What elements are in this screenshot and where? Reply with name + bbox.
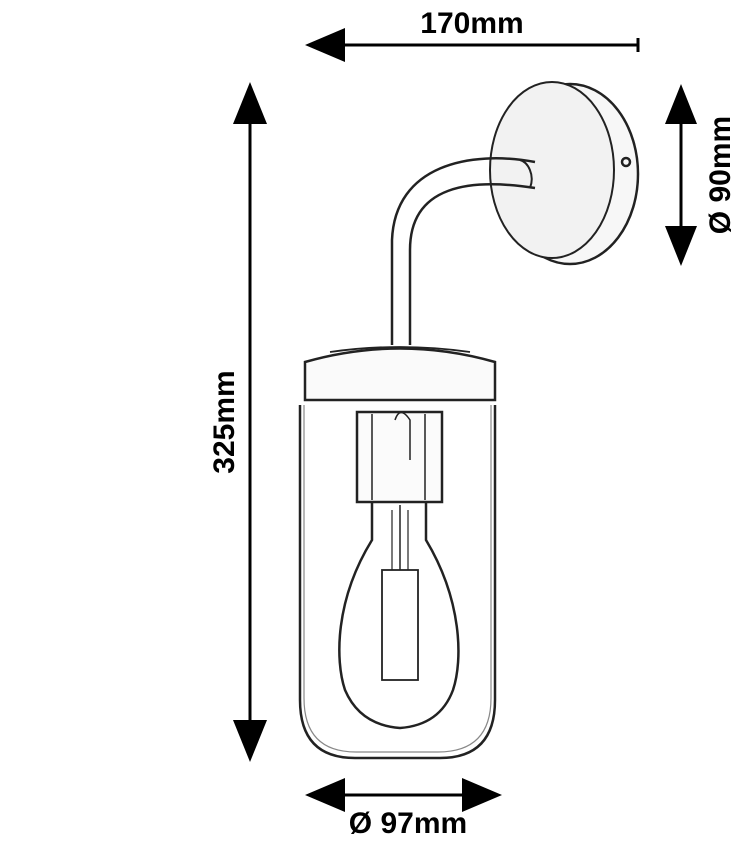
bulb-socket [355,410,444,504]
plate-diameter-label: Ø 90mm [704,116,737,234]
wall-plate-front [489,81,615,259]
height-label: 325mm [208,370,241,473]
width-dimension: 170mm [305,7,640,62]
arrowhead-icon [665,84,697,124]
arrowhead-icon [305,778,345,812]
lamp-illustration [298,81,640,760]
arrowhead-icon [233,82,267,124]
arrowhead-icon [305,28,345,62]
lamp-arm [390,157,536,345]
arrowhead-icon [665,226,697,266]
glass-shade [298,405,497,760]
shade-diameter-label: Ø 97mm [349,807,467,840]
height-dimension: 325mm [208,82,267,762]
plate-diameter-dimension: Ø 90mm [665,84,737,266]
arrowhead-icon [233,720,267,762]
light-bulb [338,502,460,730]
width-label: 170mm [420,7,523,40]
arrowhead-icon [462,778,502,812]
shade-diameter-dimension: Ø 97mm [305,778,502,840]
lamp-cap [303,347,497,402]
